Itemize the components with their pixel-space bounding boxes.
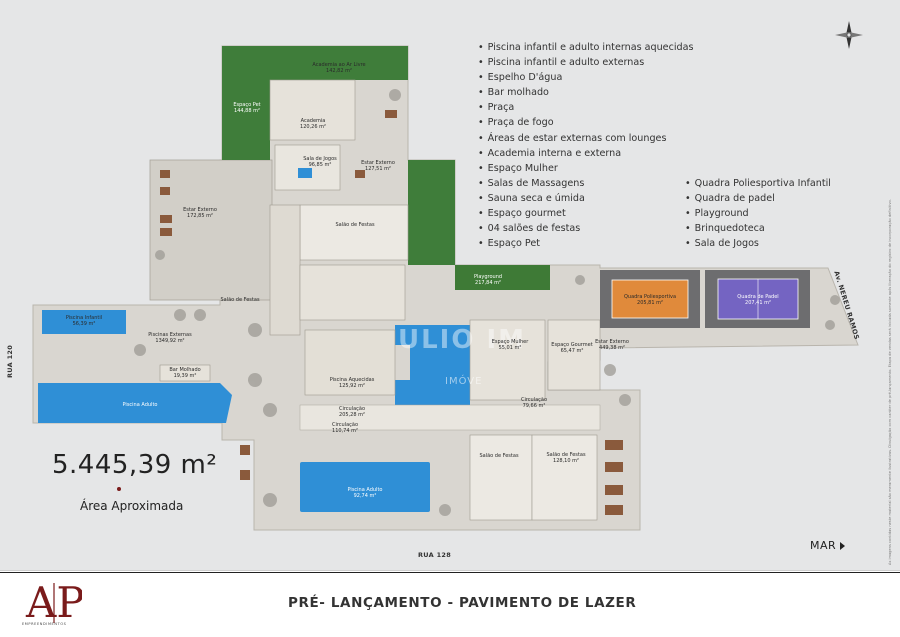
footer [0, 570, 900, 637]
wood-decks [160, 110, 623, 515]
circulacao-bottom [299, 404, 601, 431]
area-caption: Área Aproximada [80, 499, 184, 513]
ap-logo: AP [25, 578, 82, 627]
amenity-item: Piscina infantil e adulto internas aquec… [478, 40, 694, 55]
watermark-sub: IMÓVE [445, 376, 483, 387]
amenity-item: Praça [478, 100, 693, 115]
amenity-item: 04 salões de festas [478, 221, 693, 236]
logo-subtitle: EMPREENDIMENTOS [22, 622, 67, 626]
watermark: ULIO IM [398, 325, 527, 355]
disclaimer: As imagens contidas neste material são m… [888, 199, 892, 565]
espaco-mulher-room [469, 319, 546, 401]
garden-right [408, 160, 455, 265]
trees [134, 89, 840, 516]
salao-festas-4 [531, 434, 598, 521]
page-title: PRÉ- LANÇAMENTO - PAVIMENTO DE LAZER [288, 595, 637, 611]
sea-label: MAR [810, 539, 837, 552]
amenity-item: Espelho D'água [478, 70, 693, 85]
amenity-item: Espaço Mulher [478, 161, 693, 176]
total-area: 5.445,39 m² [52, 450, 218, 480]
garden-academia-ar-livre [270, 46, 408, 80]
interior-rooms-mid [299, 264, 406, 321]
room-label: Salão de Festas [479, 453, 519, 459]
garden-espaco-pet [222, 46, 270, 160]
piscina-aquecida [395, 325, 470, 405]
room-label: Salão de Festas [335, 222, 375, 228]
salao-festas-3 [469, 434, 533, 521]
amenities-list-right: Quadra Poliesportiva Infantil Quadra de … [685, 176, 831, 251]
amenity-item: Playground [685, 206, 831, 221]
site-plan-drawing [32, 45, 859, 531]
amenity-item: Academia interna e externa [478, 146, 693, 161]
amenity-item: Quadra Poliesportiva Infantil [685, 176, 831, 191]
piscina-adulto-bottom [300, 462, 430, 512]
arrow-right-icon [840, 542, 846, 550]
amenity-item: Quadra de padel [685, 191, 831, 206]
playground [455, 265, 550, 290]
interior-core [269, 204, 301, 336]
amenity-item: Sala de Jogos [685, 236, 831, 251]
street-rua-128: RUA 128 [418, 551, 452, 559]
amenity-item: Espaço Pet [478, 236, 693, 251]
sala-jogos-table [298, 168, 312, 178]
espaco-gourmet-room [547, 319, 601, 391]
area-dot [117, 487, 121, 491]
amenity-item: Bar molhado [478, 85, 693, 100]
amenity-item: Áreas de estar externas com lounges [478, 131, 693, 146]
room-label: Salão de Festas [220, 297, 260, 303]
quadra-poliesportiva [611, 279, 689, 319]
street-rua-120: RUA 120 [6, 344, 14, 378]
amenity-item: Praça de fogo [478, 115, 693, 130]
amenity-item: Piscina infantil e adulto externas [478, 55, 693, 70]
amenity-item: Salas de Massagens [478, 176, 693, 191]
amenities-list-left: Piscina infantil e adulto internas aquec… [478, 40, 694, 251]
amenity-item: Espaço gourmet [478, 206, 693, 221]
salao-festas-1 [299, 204, 409, 261]
footer-divider [0, 572, 900, 573]
sala-jogos-room [274, 144, 341, 191]
bar-molhado [159, 364, 211, 382]
compass-icon [835, 21, 863, 49]
piscina-adulto-externa [38, 383, 232, 423]
academia-room [269, 79, 356, 141]
amenity-item: Brinquedoteca [685, 221, 831, 236]
amenity-item: Sauna seca e úmida [478, 191, 693, 206]
piscina-infantil [42, 310, 126, 334]
piscina-aquecida-room [304, 329, 396, 396]
sea-direction: MAR [810, 539, 846, 552]
room-label: Piscina Adulto [122, 402, 158, 408]
